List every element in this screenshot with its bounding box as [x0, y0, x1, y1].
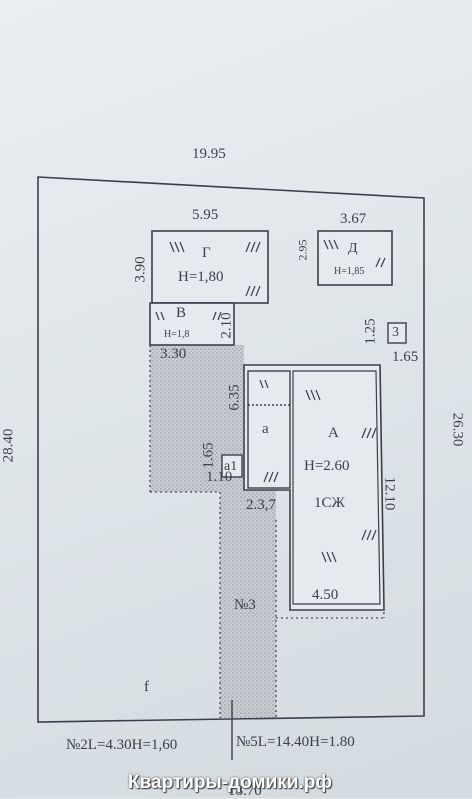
room-g-letter: Г	[202, 245, 211, 261]
room-a1-letter: a1	[224, 459, 238, 474]
room-v-side: 2.10	[218, 312, 235, 339]
house-a-bottom: 4.50	[312, 587, 339, 603]
room-d-side: 2.95	[295, 239, 310, 261]
site-left-length: 28.40	[0, 428, 17, 463]
room-v-outline	[149, 302, 235, 346]
site-watermark: Квартиры-домики.рф	[128, 772, 332, 793]
room-a-small-outline	[247, 370, 291, 489]
house-a-code: 1СЖ	[314, 495, 345, 511]
house-a-side: 12.10	[381, 476, 398, 511]
fence-bottom-left-label: №2L=4.30H=1,60	[66, 737, 178, 753]
room-d-height: H=1,85	[334, 266, 365, 277]
room-3-bottom: 1.65	[392, 349, 419, 365]
site-boundary	[37, 176, 425, 723]
house-a-letter: A	[328, 425, 339, 441]
site-top-width: 19.95	[192, 146, 226, 162]
room-g-outline	[151, 230, 269, 304]
room-a-small-letter: a	[262, 421, 269, 437]
fence-n3-label: №3	[234, 597, 256, 613]
hatch-marks	[155, 239, 386, 563]
room-a-small-bottom: 2.3,7	[246, 497, 276, 513]
room-3-outline	[387, 322, 407, 344]
room-g-side: 3.90	[132, 256, 149, 283]
site-right-length: 26.30	[449, 412, 466, 447]
house-a-height: H=2.60	[304, 458, 350, 474]
room-a1-outline	[221, 454, 243, 478]
site-bottom-width: 18.70	[228, 783, 262, 799]
room-g-height: H=1,80	[178, 269, 224, 285]
room-v-bottom: 3.30	[160, 346, 187, 362]
room-d-width: 3.67	[340, 211, 367, 227]
room-a-small-side: 6.35	[226, 384, 243, 411]
house-a-outline	[243, 364, 385, 611]
origin-mark: f	[144, 679, 149, 695]
room-v-height: H=1,8	[164, 329, 190, 340]
room-v-letter: В	[176, 305, 187, 321]
room-3-letter: 3	[392, 325, 399, 340]
room-3-side: 1.25	[362, 318, 379, 345]
room-d-letter: Д	[348, 241, 358, 256]
fence-bottom-right-label: №5L=14.40H=1.80	[236, 734, 355, 750]
room-a1-bottom: 1.10	[206, 469, 233, 485]
paved-area	[150, 345, 276, 718]
room-g-width: 5.95	[192, 207, 219, 223]
room-a1-side: 1.65	[200, 442, 217, 469]
